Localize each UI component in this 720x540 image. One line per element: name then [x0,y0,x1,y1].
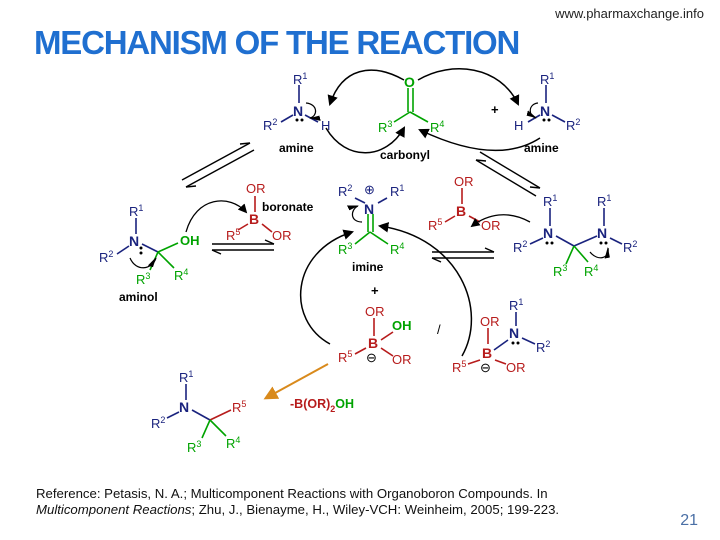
nitrogen-atom: N [179,399,189,415]
r2-label: R2 [566,117,580,133]
slide-title: MECHANISM OF THE REACTION [34,24,520,61]
reference-text: Reference: Petasis, N. A.; Multicomponen… [36,486,560,517]
positive-charge-icon: ⊕ [364,182,375,197]
nitrogen-atom: N [509,325,519,341]
negative-charge-icon: ⊖ [366,350,377,365]
alkoxy-group: OR [365,304,385,319]
alkoxy-group: OR [454,174,474,189]
negative-charge-icon: ⊖ [480,360,491,375]
hydroxyl-group: OH [392,318,412,333]
nitrogen-atom: N [540,103,550,119]
r1-label: R1 [597,193,611,209]
carbonyl-label: carbonyl [380,148,430,162]
r2-label: R2 [99,249,113,265]
r5-label: R5 [226,227,240,243]
byproduct-label: -B(OR)2OH [290,397,354,414]
r1-label: R1 [293,71,307,87]
curved-arrow [417,68,520,106]
nitrogen-atom: N [364,201,374,217]
r2-label: R2 [536,339,550,355]
alkoxy-group: OR [481,218,501,233]
r5-label: R5 [338,349,352,365]
r2-label: R2 [151,415,165,431]
equilibrium-arrow [475,151,541,197]
boron-atom: B [456,203,466,219]
boronate-right: OR B R5 OR [428,174,501,233]
plus-sign: + [491,102,499,117]
alkoxy-group: OR [272,228,292,243]
boron-atom: B [368,335,378,351]
r4-label: R4 [174,267,188,283]
alkoxy-group: OR [480,314,500,329]
equilibrium-arrow [211,239,275,255]
alkoxy-group: OR [246,181,266,196]
amine-label: amine [524,141,559,155]
curved-arrow [377,222,473,357]
carbonyl: O R3 R4 carbonyl [378,74,444,162]
curved-arrow [418,128,541,152]
curved-arrow [470,214,531,228]
product-amine: R1 N R2 R5 R3 R4 [151,369,246,455]
r1-label: R1 [179,369,193,385]
hydroxyl-group: OH [180,233,200,248]
r3-label: R3 [187,439,201,455]
r4-label: R4 [584,263,598,279]
hydrogen-atom: H [321,118,330,133]
r5-label: R5 [232,399,246,415]
amine-left: R1 N R2 H amine [263,71,330,155]
amine-right: R1 N H R2 amine [514,71,580,155]
imine-label: imine [352,260,384,274]
boronate-label: boronate [262,200,314,214]
boron-atom: B [249,211,259,227]
oxygen-atom: O [404,74,415,90]
boron-atom: B [482,345,492,361]
r1-label: R1 [540,71,554,87]
r1-label: R1 [509,297,523,313]
equilibrium-arrow [431,247,495,263]
r3-label: R3 [136,271,150,287]
nitrogen-atom: N [293,103,303,119]
r1-label: R1 [129,203,143,219]
r3-label: R3 [378,119,392,135]
r5-label: R5 [428,217,442,233]
hydrogen-atom: H [514,118,523,133]
r2-label: R2 [338,183,352,199]
slash-separator: / [437,322,441,337]
r1-label: R1 [390,183,404,199]
aminal: R1 N R2 R1 N R2 R3 R4 [513,193,637,279]
alkoxy-group: OR [506,360,526,375]
aminol: R1 N R2 OH R3 R4 aminol [99,203,200,304]
boronate: OR B R5 OR boronate [226,181,314,243]
curved-arrow [325,126,406,154]
plus-sign: + [371,283,379,298]
r4-label: R4 [430,119,444,135]
curved-arrow [327,69,405,106]
nitrogen-atom: N [129,233,139,249]
reaction-scheme: R1 N R2 H amine O R3 R4 carbonyl + R1 N … [99,68,637,455]
r2-label: R2 [513,239,527,255]
r2-label: R2 [623,239,637,255]
r4-label: R4 [390,241,404,257]
r4-label: R4 [226,435,240,451]
nitrogen-atom: N [597,225,607,241]
r5-label: R5 [452,359,466,375]
curved-arrow [299,229,354,345]
amine-boronate-complex: OR R1 N R2 B ⊖ R5 OR [452,297,550,375]
boronate-ate-complex: OR OH B ⊖ R5 OR [338,304,412,367]
equilibrium-arrow [181,142,255,188]
r1-label: R1 [543,193,557,209]
product-arrow [263,363,329,400]
r3-label: R3 [338,241,352,257]
r3-label: R3 [553,263,567,279]
nitrogen-atom: N [543,225,553,241]
r2-label: R2 [263,117,277,133]
alkoxy-group: OR [392,352,412,367]
amine-label: amine [279,141,314,155]
curved-arrow [185,200,248,233]
page-number: 21 [680,512,698,529]
aminol-label: aminol [119,290,158,304]
source-url[interactable]: www.pharmaxchange.info [555,6,704,21]
iminium: R2 R1 ⊕ N R3 R4 imine [338,182,404,274]
